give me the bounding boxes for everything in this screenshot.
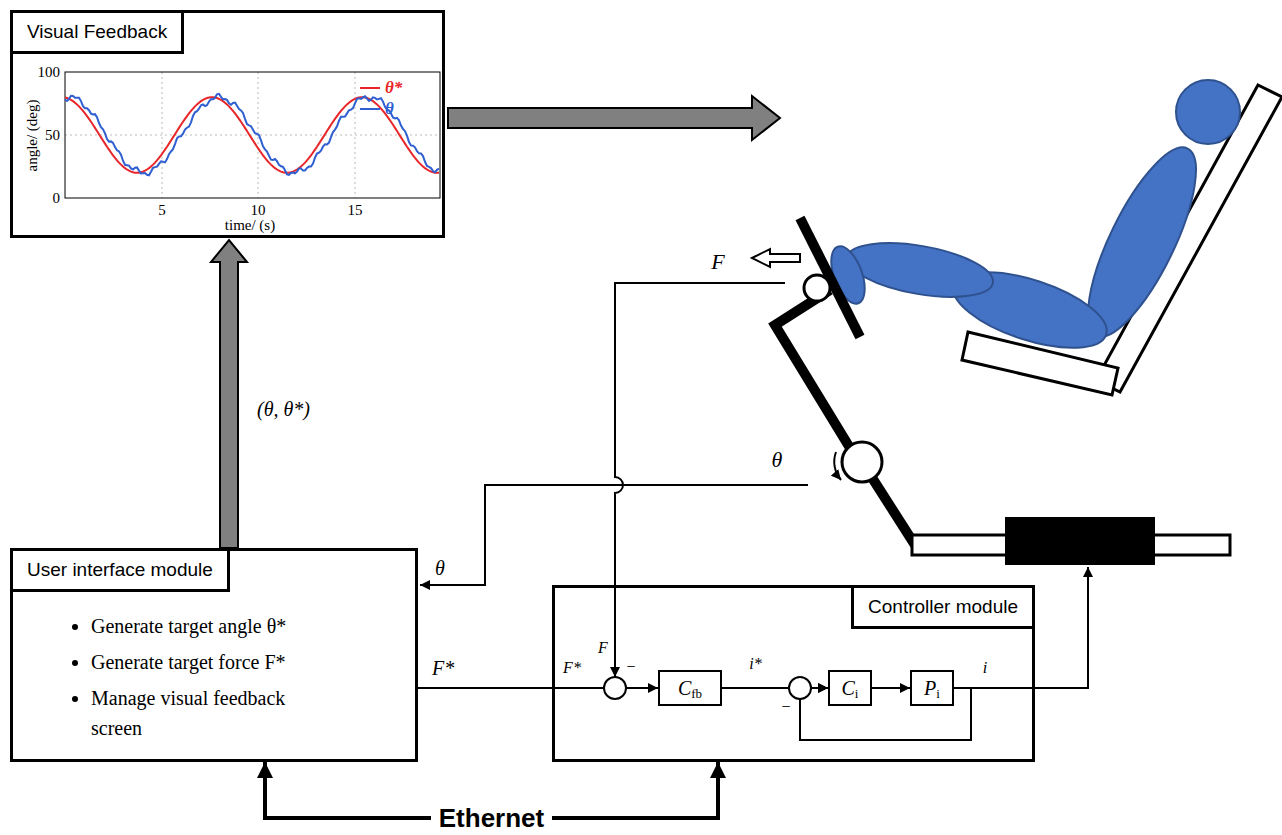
connector-line — [872, 687, 910, 689]
module-title: Visual Feedback — [13, 13, 184, 54]
module-title: User interface module — [13, 551, 230, 592]
task-list: Generate target angle θ* Generate target … — [51, 611, 321, 749]
chart — [65, 72, 440, 198]
block-subscript: i — [855, 686, 859, 702]
signal-label: F — [598, 639, 608, 657]
signal-label: F* — [563, 659, 581, 677]
block-symbol: C — [842, 677, 855, 700]
module-box: Controller moduleCfbCiPi — [552, 585, 1035, 762]
axis-title: angle/ (deg) — [24, 99, 41, 171]
axis-tick: 5 — [158, 202, 166, 219]
block-box: Ci — [828, 670, 872, 706]
edge-label: i* — [749, 655, 761, 673]
sign-label: − — [781, 698, 790, 716]
feedback-arrow — [448, 96, 780, 140]
block-symbol: P — [924, 677, 936, 700]
axis-tick: 10 — [251, 202, 266, 219]
edge-label: (θ, θ*) — [257, 398, 310, 421]
module-box: Visual Feedback — [10, 10, 445, 238]
module-box: User interface moduleGenerate target ang… — [10, 548, 418, 762]
legend-text: θ* — [385, 78, 402, 98]
edge-label: Ethernet — [431, 803, 552, 834]
signal-wires — [420, 283, 1088, 688]
axis-title: time/ (s) — [225, 217, 275, 234]
block-box: Pi — [910, 670, 954, 706]
block-subscript: fb — [691, 686, 702, 702]
task-item: Generate target angle θ* — [91, 611, 321, 641]
axis-tick: 50 — [45, 127, 60, 144]
signal-label: θ — [435, 557, 445, 580]
block-subscript: i — [936, 686, 940, 702]
force-label: F — [711, 249, 724, 275]
connector — [211, 240, 247, 548]
task-item: Generate target force F* — [91, 647, 321, 677]
sign-label: − — [626, 658, 635, 676]
axis-tick: 100 — [38, 64, 61, 81]
person — [825, 80, 1240, 363]
block-symbol: C — [678, 677, 691, 700]
legend-text: θ — [385, 99, 394, 119]
leg-press-machine — [752, 218, 1230, 565]
data-flow-arrow — [211, 240, 247, 548]
edge-label: F* — [432, 657, 454, 680]
angle-label: θ — [772, 447, 783, 473]
block-box: Cfb — [658, 670, 722, 706]
signal-label: i — [983, 659, 987, 677]
module-title: Controller module — [851, 588, 1032, 629]
axis-tick: 0 — [53, 190, 61, 207]
task-item: Manage visual feedback screen — [91, 683, 321, 743]
axis-tick: 15 — [348, 202, 363, 219]
connector — [872, 688, 910, 689]
